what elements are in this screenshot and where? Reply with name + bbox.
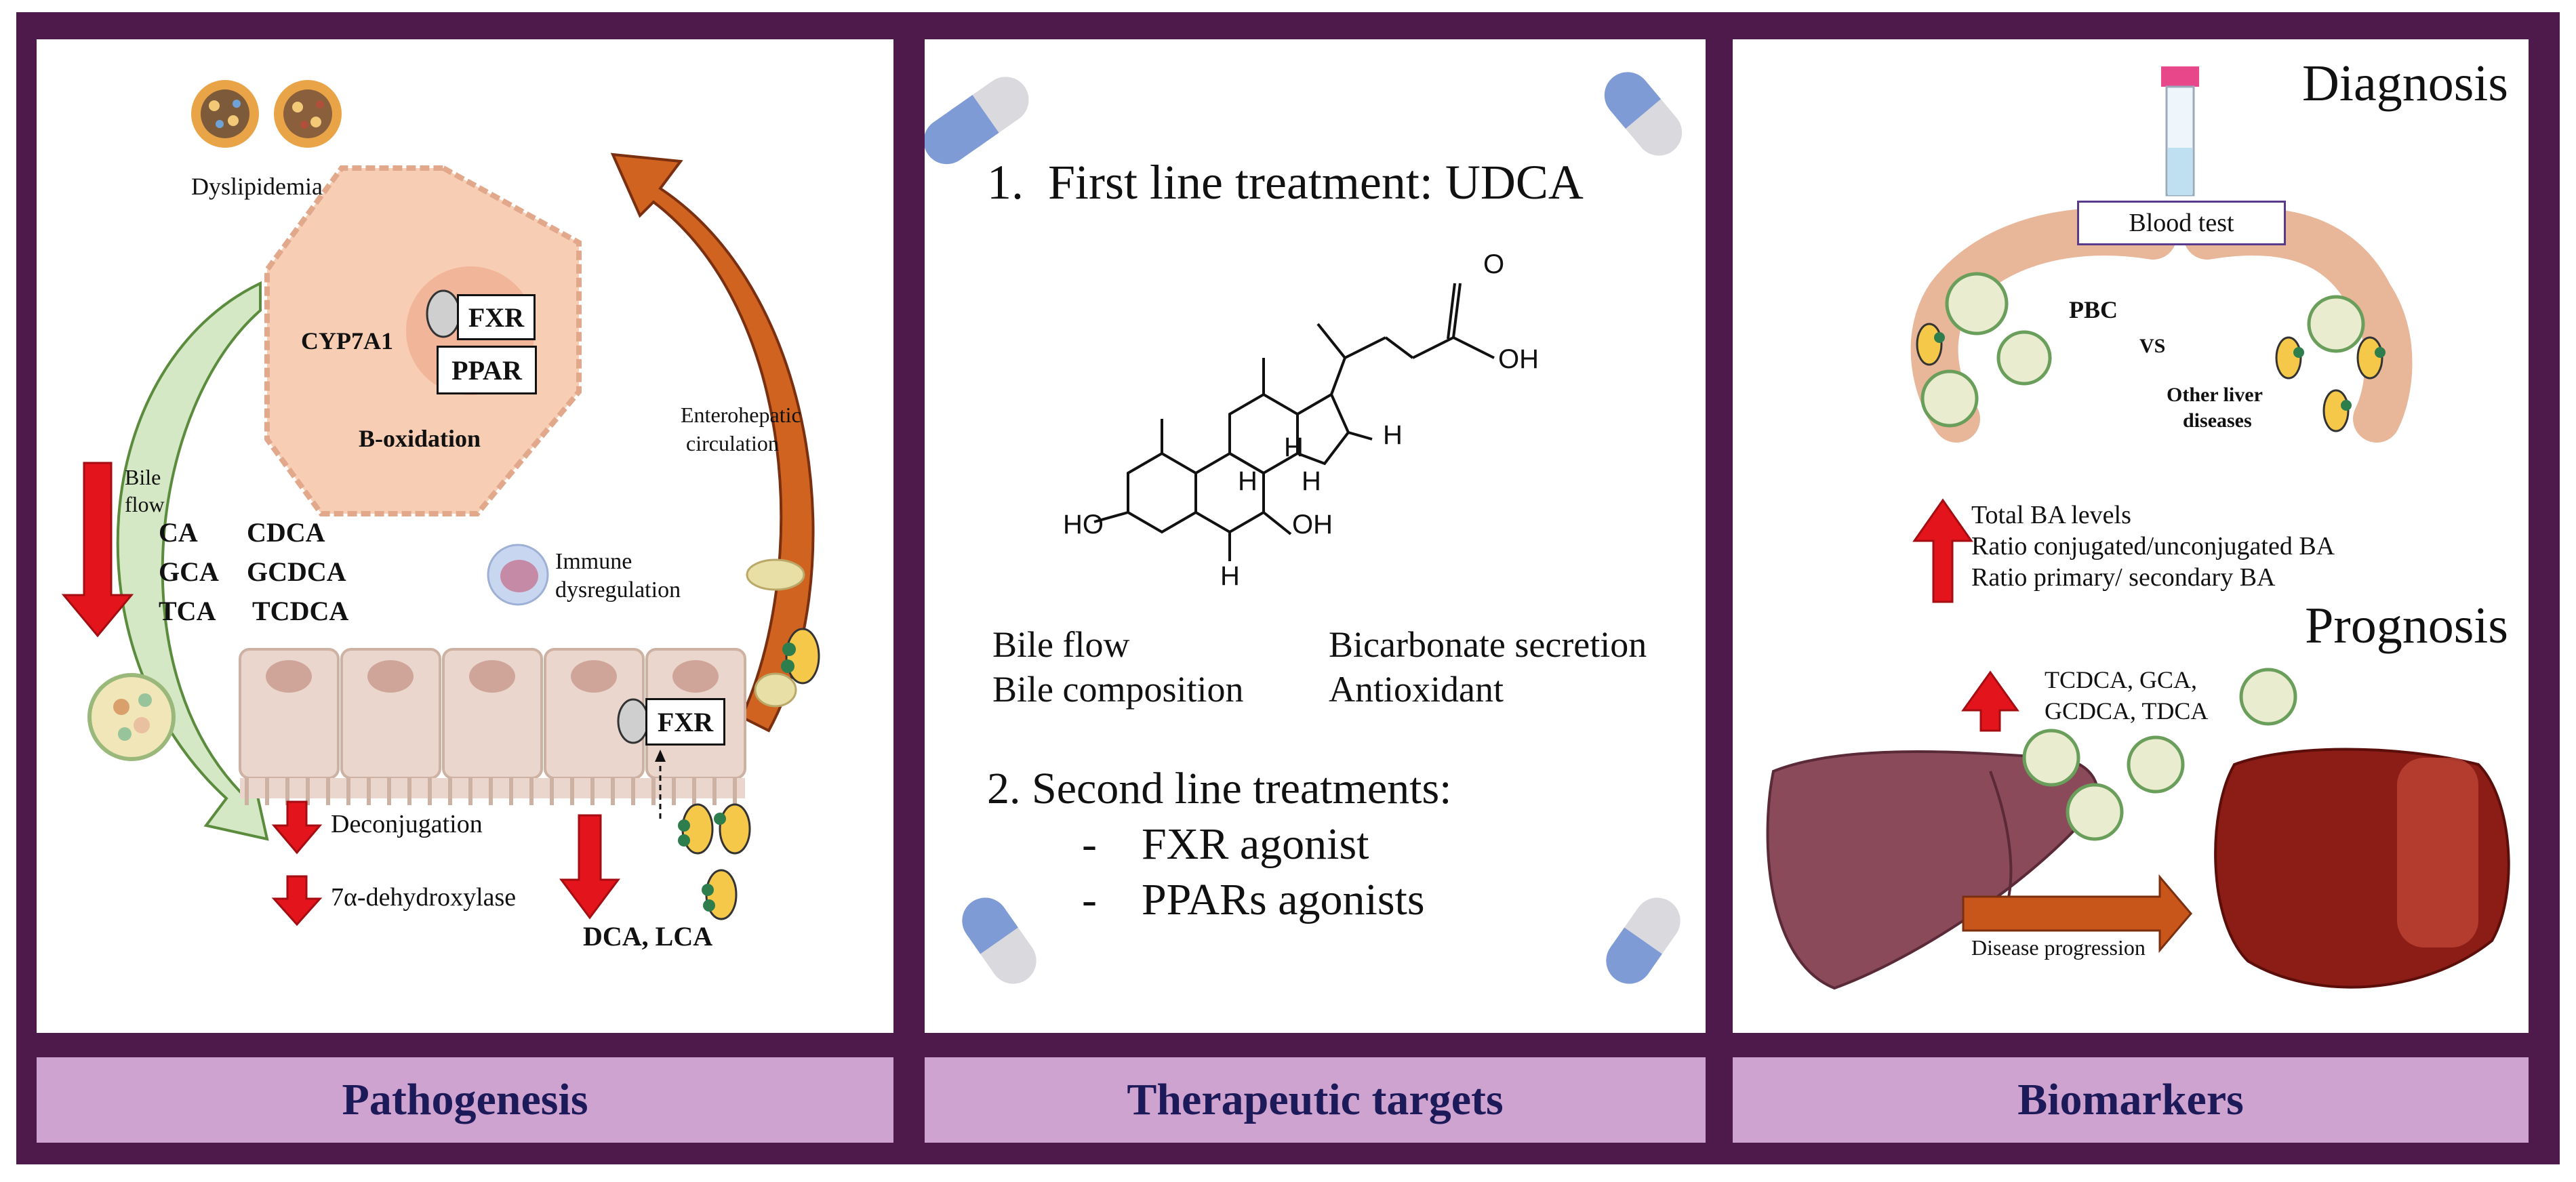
increase-arrow xyxy=(1961,670,2019,732)
bile-acid-cluster-icon xyxy=(2275,295,2386,432)
bacteria-icon xyxy=(678,803,751,920)
udca-effect: Bile flow xyxy=(992,624,1130,665)
bile-flow-down-arrow xyxy=(61,462,134,638)
secondary-ba-label: DCA, LCA xyxy=(583,921,713,952)
udca-atom-label: OH xyxy=(1498,344,1539,374)
udca-atom-label: OH xyxy=(1292,510,1333,539)
capsule-icon xyxy=(1604,72,1683,156)
udca-atom-label: H xyxy=(1220,561,1240,591)
b-oxidation-label: B-oxidation xyxy=(359,425,481,452)
immune-label-2: dysregulation xyxy=(555,577,681,603)
first-line-heading: 1. First line treatment: UDCA xyxy=(987,155,1584,209)
therapeutic-label-box: Therapeutic targets xyxy=(925,1057,1706,1143)
biomarkers-panel: Diagnosis Blood test PBC VS Other liver … xyxy=(1733,39,2529,1033)
capsule-icon xyxy=(962,897,1037,984)
therapeutic-title: Therapeutic targets xyxy=(1127,1075,1504,1124)
pathogenesis-title: Pathogenesis xyxy=(342,1075,588,1124)
bile-flow-label-2: flow xyxy=(125,492,165,516)
diagnosis-marker: Ratio conjugated/unconjugated BA xyxy=(1971,532,2335,561)
enterohepatic-label-2: circulation xyxy=(686,431,779,455)
lipoprotein-icon xyxy=(274,80,342,148)
secondary-ba-down-arrow xyxy=(559,814,620,920)
udca-atom-label: H xyxy=(1302,466,1321,496)
blood-test-box: Blood test xyxy=(2077,201,2286,245)
receptor-icon xyxy=(617,698,649,744)
dehydroxylase-label: 7α-dehydroxylase xyxy=(331,883,517,912)
immune-label-1: Immune xyxy=(555,549,632,574)
fxr-hepatocyte-box: FXR xyxy=(457,294,536,340)
second-line-heading: 2. Second line treatments: xyxy=(987,764,1452,813)
receptor-icon xyxy=(426,289,461,338)
bile-acid-label: GCA xyxy=(159,556,219,587)
bile-acid-label: CDCA xyxy=(247,517,325,548)
progression-arrow xyxy=(1962,874,2192,954)
vs-label: VS xyxy=(2139,335,2166,357)
bacteria-icon xyxy=(746,558,820,708)
prognosis-acids-1: TCDCA, GCA, xyxy=(2045,666,2198,693)
healthy-liver-icon xyxy=(1766,750,2099,990)
therapeutic-illustration xyxy=(925,72,1683,984)
biomarkers-label-box: Biomarkers xyxy=(1733,1057,2529,1143)
other-diseases-label-2: diseases xyxy=(2183,409,2252,432)
bile-acid-cluster-icon xyxy=(1916,272,2052,428)
bile-flow-label-1: Bile xyxy=(125,465,161,489)
bile-acid-cluster-icon xyxy=(2022,668,2297,841)
second-line-item: - FXR agonist xyxy=(1082,819,1369,869)
udca-atom-label: H xyxy=(1383,420,1403,450)
bacteria-cluster-icon xyxy=(87,673,176,761)
udca-effect: Bile composition xyxy=(992,669,1244,710)
test-tube-icon xyxy=(2161,66,2199,197)
udca-structure xyxy=(1093,283,1495,561)
udca-atom-label: O xyxy=(1483,249,1505,279)
udca-atom-label: H xyxy=(1284,432,1304,462)
cyp7a1-label: CYP7A1 xyxy=(301,327,393,354)
pathogenesis-label-box: Pathogenesis xyxy=(37,1057,893,1143)
bile-acid-label: GCDCA xyxy=(247,556,346,587)
bile-acid-label: TCDCA xyxy=(252,596,349,626)
biomarkers-title: Biomarkers xyxy=(2017,1075,2244,1124)
fxr-gut-box: FXR xyxy=(645,698,725,746)
udca-atom-label: H xyxy=(1238,466,1257,496)
udca-atom-label: HO xyxy=(1063,510,1104,539)
udca-effect: Antioxidant xyxy=(1329,669,1504,710)
therapeutic-panel: 1. First line treatment: UDCA O OH H H H… xyxy=(925,39,1706,1033)
prognosis-heading: Prognosis xyxy=(2305,597,2508,654)
ppar-box: PPAR xyxy=(437,346,537,394)
deconjugation-down-arrow xyxy=(271,800,323,855)
diagnosis-marker: Ratio primary/ secondary BA xyxy=(1971,563,2276,592)
diagnosis-marker: Total BA levels xyxy=(1971,501,2131,529)
enterohepatic-arrow xyxy=(610,152,815,733)
lipoprotein-icon xyxy=(191,80,259,148)
diagnosis-heading: Diagnosis xyxy=(2302,55,2508,112)
dehydroxylase-down-arrow xyxy=(271,875,323,926)
enterohepatic-label-1: Enterohepatic xyxy=(681,403,801,427)
pathogenesis-panel: Dyslipidemia FXR PPAR CYP7A1 B-oxidation… xyxy=(37,39,893,1033)
second-line-item: - PPARs agonists xyxy=(1082,875,1425,924)
capsule-icon xyxy=(1606,897,1681,984)
pathogenesis-illustration xyxy=(61,80,820,926)
capsule-icon xyxy=(925,77,1029,165)
udca-effect: Bicarbonate secretion xyxy=(1329,624,1647,665)
bile-acid-label: CA xyxy=(159,517,198,548)
pbc-label: PBC xyxy=(2069,296,2118,323)
prognosis-acids-2: GCDCA, TDCA xyxy=(2045,697,2209,725)
increase-arrow xyxy=(1912,498,1973,603)
progression-label: Disease progression xyxy=(1971,935,2146,960)
bile-acid-label: TCA xyxy=(159,596,216,626)
deconjugation-label: Deconjugation xyxy=(331,810,483,838)
dyslipidemia-label: Dyslipidemia xyxy=(191,173,323,200)
other-diseases-label-1: Other liver xyxy=(2167,384,2263,406)
